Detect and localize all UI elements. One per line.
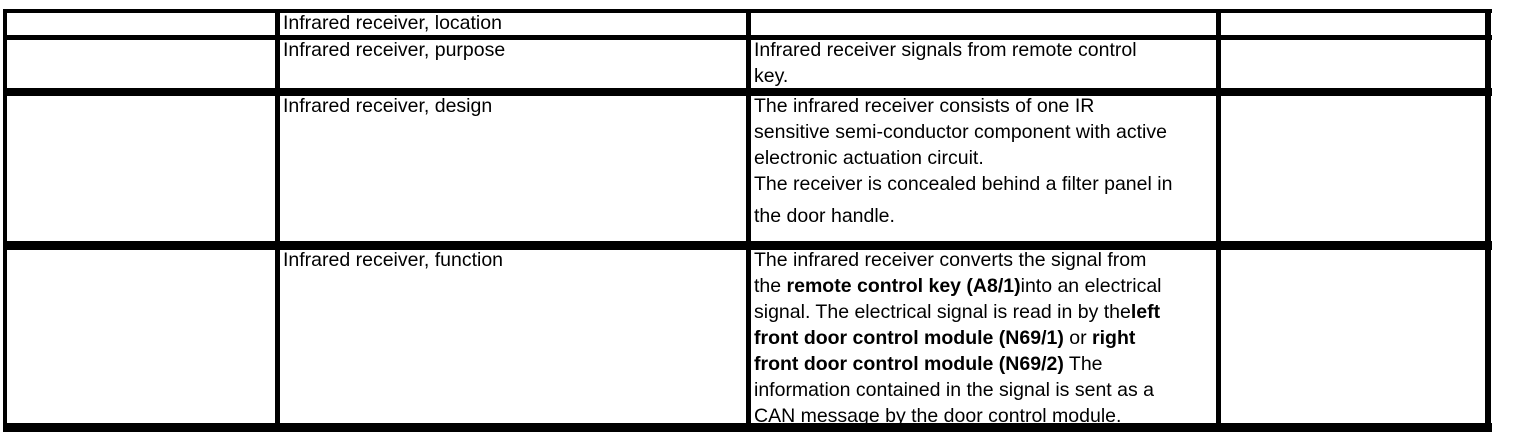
text-run: electronic actuation circuit.	[754, 147, 984, 169]
cell-row4-col4-empty	[1221, 250, 1485, 423]
row-label-location: Infrared receiver, location	[283, 12, 502, 34]
text-run: Infrared receiver signals from remote co…	[754, 39, 1137, 61]
bold-text-run: right	[1092, 327, 1136, 349]
text-line: the door handle.	[754, 203, 1216, 229]
text-line: The infrared receiver consists of one IR	[754, 93, 1216, 119]
table-border-left	[3, 9, 7, 432]
text-line: CAN message by the door control module.	[754, 403, 1216, 429]
cell-row1-label: Infrared receiver, location	[280, 12, 746, 35]
cell-row2-label: Infrared receiver, purpose	[280, 39, 746, 88]
text-line: key.	[754, 63, 1216, 89]
bold-text-run: front door control module (N69/2)	[754, 353, 1064, 375]
cell-row4-label: Infrared receiver, function	[280, 249, 746, 423]
row-label-function: Infrared receiver, function	[283, 249, 504, 271]
table-column-divider-1	[275, 9, 280, 432]
text-run: The infrared receiver converts the signa…	[754, 249, 1147, 271]
text-run: into an electrical	[1020, 275, 1162, 297]
text-run: The receiver is concealed behind a filte…	[754, 173, 1173, 195]
text-run: or	[1063, 327, 1093, 349]
cell-row2-col1-empty	[7, 40, 275, 88]
text-run: information contained in the signal is s…	[754, 379, 1154, 401]
table-column-divider-2	[746, 9, 751, 432]
cell-row2-col4-empty	[1221, 40, 1485, 88]
cell-row4-content: The infrared receiver converts the signa…	[751, 249, 1216, 427]
cell-row1-col1-empty	[7, 13, 275, 35]
bold-text-run: remote control key (A8/1)	[786, 275, 1021, 297]
text-run: the door handle.	[754, 205, 895, 227]
function-description: The infrared receiver converts the signa…	[754, 247, 1216, 429]
table-border-right	[1485, 9, 1491, 432]
bold-text-run: left	[1130, 301, 1161, 323]
purpose-description: Infrared receiver signals from remote co…	[754, 37, 1216, 89]
text-line: electronic actuation circuit.	[754, 145, 1216, 171]
cell-row3-col1-empty	[7, 96, 275, 241]
cell-row4-col1-empty	[7, 250, 275, 423]
text-line: front door control module (N69/2) The	[754, 351, 1216, 377]
cell-row1-col4-empty	[1221, 13, 1485, 35]
cell-row3-content: The infrared receiver consists of one IR…	[751, 93, 1216, 241]
cell-row1-content-empty	[751, 13, 1216, 35]
row-label-purpose: Infrared receiver, purpose	[283, 39, 506, 61]
text-line: signal. The electrical signal is read in…	[754, 299, 1216, 325]
text-line: The infrared receiver converts the signa…	[754, 247, 1216, 273]
cell-row3-label: Infrared receiver, design	[280, 95, 746, 241]
text-run: the	[754, 275, 787, 297]
text-run: The infrared receiver consists of one IR	[754, 95, 1095, 117]
bold-text-run: front door control module (N69/1)	[754, 327, 1064, 349]
text-run: key.	[754, 65, 789, 87]
text-run: CAN message by the door control module.	[754, 405, 1122, 427]
text-run: The	[1063, 353, 1103, 375]
text-line: front door control module (N69/1) or rig…	[754, 325, 1216, 351]
text-line: Infrared receiver signals from remote co…	[754, 37, 1216, 63]
cell-row2-content: Infrared receiver signals from remote co…	[751, 37, 1216, 89]
cell-row3-col4-empty	[1221, 96, 1485, 241]
text-run: signal. The electrical signal is read in…	[754, 301, 1131, 323]
text-line: the remote control key (A8/1)into an ele…	[754, 273, 1216, 299]
text-run: sensitive semi-conductor component with …	[754, 121, 1167, 143]
design-description: The infrared receiver consists of one IR…	[754, 93, 1216, 229]
table-column-divider-3	[1216, 9, 1221, 432]
text-line: The receiver is concealed behind a filte…	[754, 171, 1216, 197]
row-label-design: Infrared receiver, design	[283, 95, 493, 117]
text-line: sensitive semi-conductor component with …	[754, 119, 1216, 145]
text-line: information contained in the signal is s…	[754, 377, 1216, 403]
